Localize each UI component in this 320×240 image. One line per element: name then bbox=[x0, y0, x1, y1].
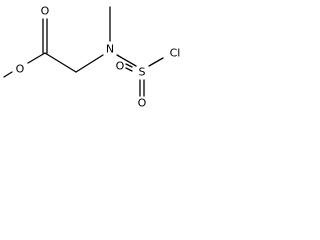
bonds bbox=[3, 6, 164, 97]
atom-sulfur: S bbox=[139, 66, 146, 79]
bond-nitrogen-sulfur bbox=[116, 54, 137, 67]
atom-labels: O O N S O O Cl bbox=[16, 5, 181, 110]
bond-methylene-nitrogen bbox=[75, 54, 104, 73]
atom-sulfonyl-oxygen-top: O bbox=[116, 60, 125, 73]
bond-ester-oxygen-carbonyl-carbon bbox=[27, 52, 46, 64]
bond-sulfur-oxygen-top-a bbox=[125, 63, 133, 68]
atom-sulfonyl-oxygen-bottom: O bbox=[138, 97, 147, 110]
bond-carbonyl-carbon-methylene bbox=[44, 52, 77, 73]
bond-methyl-ester-oxygen bbox=[3, 71, 13, 78]
bond-sulfur-oxygen-top-b bbox=[125, 67, 133, 72]
atom-nitrogen: N bbox=[106, 43, 114, 56]
atom-ester-oxygen: O bbox=[16, 63, 25, 76]
structure-diagram: O O N S O O Cl bbox=[3, 5, 181, 110]
bond-sulfur-chlorine bbox=[148, 57, 164, 67]
atom-carbonyl-oxygen: O bbox=[41, 5, 50, 18]
atom-chlorine: Cl bbox=[170, 47, 181, 60]
